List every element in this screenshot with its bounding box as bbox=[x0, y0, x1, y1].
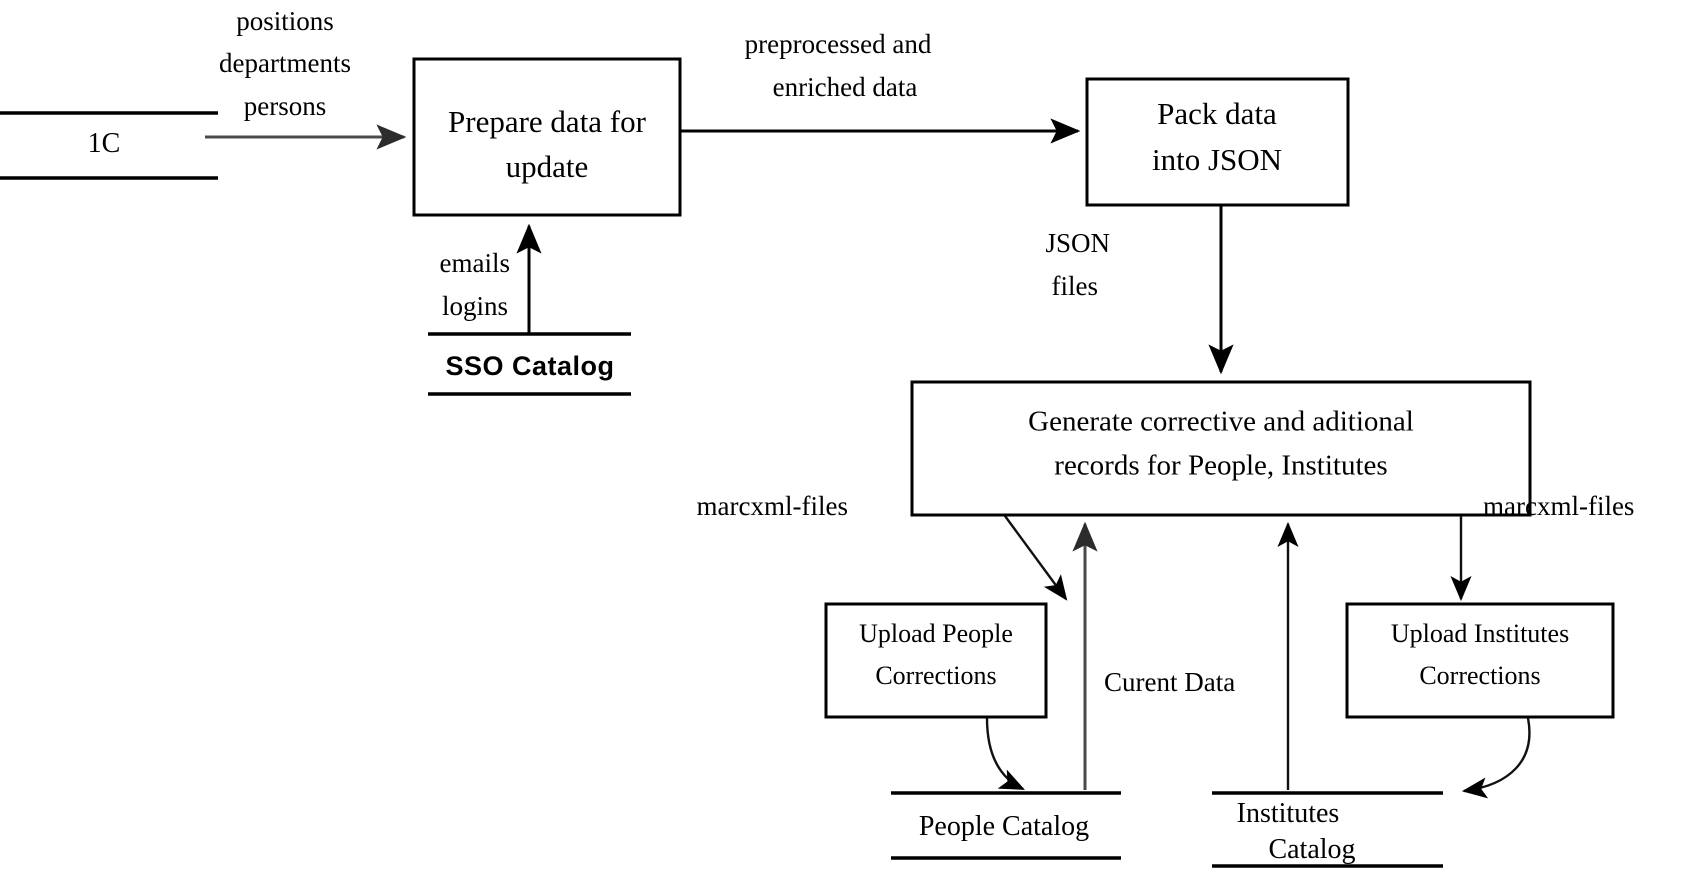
process-upload-people-corrections-line1: Upload People bbox=[859, 619, 1013, 648]
process-generate-records-line2: records for People, Institutes bbox=[1054, 450, 1387, 482]
process-prepare-data-line1: Prepare data for bbox=[448, 104, 647, 139]
process-upload-people-corrections[interactable]: Upload People Corrections bbox=[824, 602, 1048, 719]
edge-upload-institutes-to-catalog-path bbox=[1461, 717, 1531, 799]
store-people-catalog[interactable]: People Catalog bbox=[891, 791, 1121, 860]
process-upload-people-corrections-line2: Corrections bbox=[875, 661, 996, 690]
edge-1c-to-prepare: positions departments persons bbox=[205, 6, 407, 150]
store-institutes-catalog-label-line1: Institutes bbox=[1237, 798, 1340, 829]
edge-label-marcxml-right: marcxml-files bbox=[1483, 491, 1634, 521]
store-institutes-catalog-label-line2: Catalog bbox=[1268, 834, 1355, 865]
edge-label-persons: persons bbox=[244, 91, 327, 121]
process-pack-data-line2: into JSON bbox=[1152, 142, 1282, 177]
process-pack-data-box bbox=[1085, 77, 1350, 207]
edge-generate-to-upload-people: marcxml-files bbox=[697, 491, 1068, 601]
edge-label-files: files bbox=[1052, 271, 1099, 301]
store-1c[interactable]: 1C bbox=[0, 111, 218, 180]
edge-label-departments: departments bbox=[219, 48, 351, 78]
edge-label-logins: logins bbox=[442, 291, 508, 321]
edge-label-positions: positions bbox=[236, 6, 334, 36]
process-upload-institutes-corrections-line2: Corrections bbox=[1419, 661, 1540, 690]
edge-sso-to-prepare: emails logins bbox=[440, 223, 542, 334]
edge-pack-to-generate: JSON files bbox=[1045, 205, 1234, 375]
edge-generate-to-upload-people-line bbox=[1004, 515, 1068, 601]
edge-upload-institutes-to-catalog bbox=[1461, 717, 1531, 799]
edge-label-enriched-data: enriched data bbox=[773, 72, 918, 102]
edge-people-catalog-to-generate: Curent Data bbox=[1072, 521, 1235, 790]
process-generate-records[interactable]: Generate corrective and aditional record… bbox=[910, 380, 1532, 517]
store-people-catalog-label: People Catalog bbox=[919, 811, 1089, 842]
edge-upload-people-to-catalog-path bbox=[985, 717, 1025, 791]
edge-label-curent-data: Curent Data bbox=[1104, 667, 1235, 697]
store-sso-catalog[interactable]: SSO Catalog bbox=[428, 332, 631, 396]
edge-label-emails: emails bbox=[440, 248, 510, 278]
process-upload-institutes-corrections[interactable]: Upload Institutes Corrections bbox=[1345, 602, 1615, 719]
edge-generate-to-upload-institutes: marcxml-files bbox=[1450, 491, 1634, 602]
store-1c-label: 1C bbox=[88, 128, 121, 159]
store-sso-label: SSO Catalog bbox=[445, 351, 614, 381]
process-pack-data-line1: Pack data bbox=[1157, 96, 1277, 131]
process-upload-institutes-corrections-box bbox=[1345, 602, 1615, 719]
edge-upload-people-to-catalog bbox=[985, 717, 1025, 791]
process-generate-records-line1: Generate corrective and aditional bbox=[1028, 406, 1414, 438]
process-pack-data[interactable]: Pack data into JSON bbox=[1085, 77, 1350, 207]
process-upload-people-corrections-box bbox=[824, 602, 1048, 719]
edge-label-json: JSON bbox=[1045, 228, 1110, 258]
process-prepare-data[interactable]: Prepare data for update bbox=[412, 57, 682, 217]
process-upload-institutes-corrections-line1: Upload Institutes bbox=[1391, 619, 1569, 648]
edge-label-marcxml-left: marcxml-files bbox=[697, 491, 848, 521]
edge-prepare-to-pack: preprocessed and enriched data bbox=[681, 29, 1081, 144]
process-generate-records-box bbox=[910, 380, 1532, 517]
process-prepare-data-box bbox=[412, 57, 682, 217]
edge-label-preprocessed: preprocessed and bbox=[745, 29, 932, 59]
process-prepare-data-line2: update bbox=[506, 149, 589, 184]
store-institutes-catalog[interactable]: Institutes Catalog bbox=[1212, 791, 1443, 868]
